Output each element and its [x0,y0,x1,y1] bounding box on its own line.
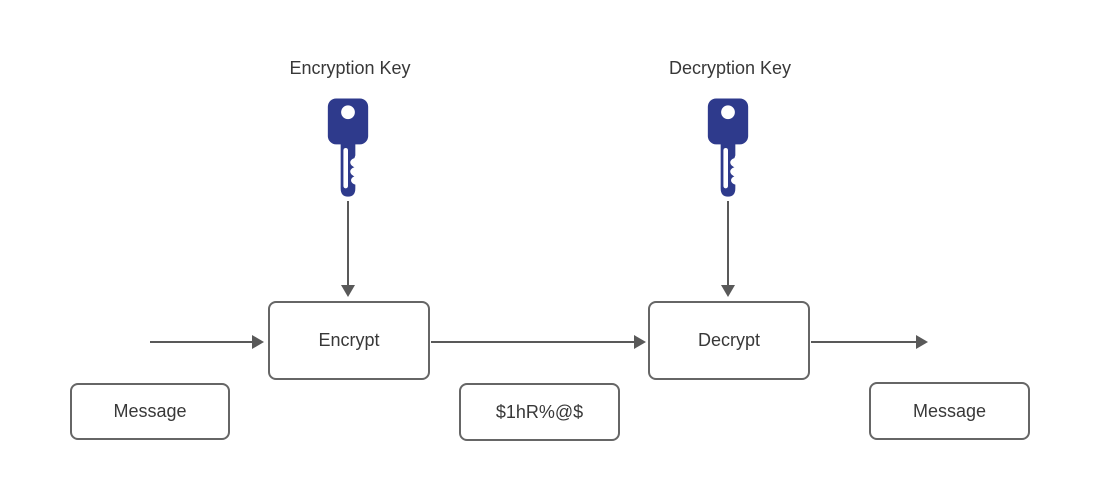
message-output-label: Message [912,400,987,421]
arrow-encryption-key-to-encrypt [341,201,355,297]
ciphertext-node: $1hR%@$ [459,383,620,441]
encryption-key-label: Encryption Key [289,58,411,78]
encrypt-node-label: Encrypt [318,330,380,350]
ciphertext-label: $1hR%@$ [495,401,584,422]
decrypt-node: Decrypt [648,301,810,380]
message-output-node: Message [869,382,1030,440]
arrow-decryption-key-to-decrypt [721,201,735,297]
key-icon [326,96,370,200]
encrypt-node: Encrypt [268,301,430,380]
message-input-label: Message [113,401,187,421]
decrypt-node-label: Decrypt [697,330,760,350]
arrow-message-to-encrypt [150,335,264,349]
key-icon [706,96,750,200]
decryption-key-label: Decryption Key [668,58,792,78]
arrow-encrypt-to-decrypt [431,335,646,349]
message-input-node: Message [70,383,230,440]
arrow-decrypt-to-message [811,335,928,349]
